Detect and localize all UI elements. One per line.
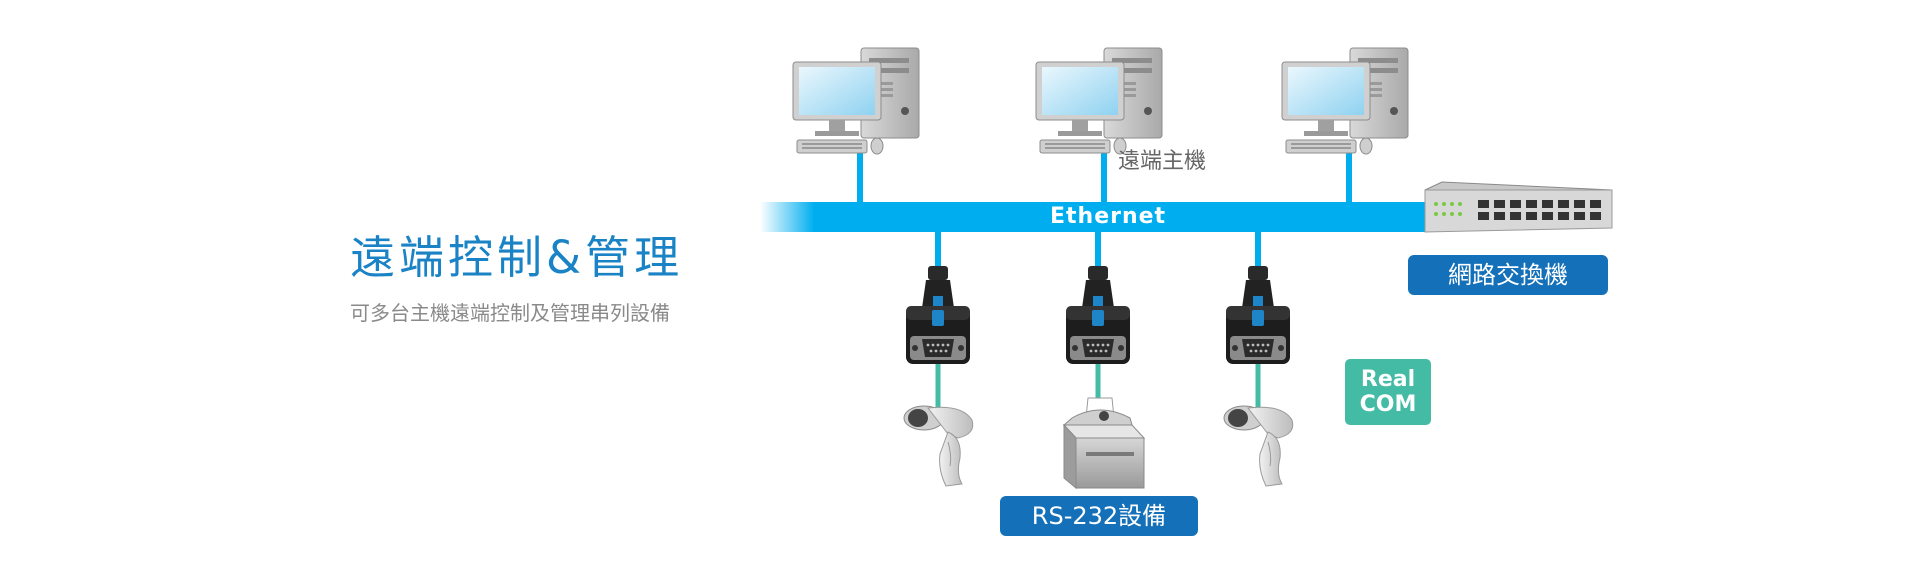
computer-icon-1 xyxy=(792,47,920,155)
computer-icon-3 xyxy=(1281,47,1409,155)
switch-label-pill: 網路交換機 xyxy=(1408,255,1608,295)
realcom-badge-line1: Real xyxy=(1360,367,1416,392)
ethernet-bus xyxy=(760,202,1440,232)
remote-host-label: 遠端主機 xyxy=(1118,149,1207,174)
serial-adapter-icon-3 xyxy=(1226,266,1290,364)
network-switch-icon xyxy=(1424,181,1613,233)
serial-adapter-icon-1 xyxy=(906,266,970,364)
computer-icon-2 xyxy=(1035,47,1163,155)
page-title: 遠端控制&管理 xyxy=(350,231,684,284)
receipt-printer-icon xyxy=(1062,397,1146,490)
ethernet-label: Ethernet xyxy=(1050,204,1167,229)
adapter-links xyxy=(935,230,1261,266)
barcode-scanner-icon-2 xyxy=(1223,405,1294,487)
barcode-scanner-icon-1 xyxy=(903,405,974,487)
device-label-pill: RS-232設備 xyxy=(1000,496,1198,536)
page-subtitle: 可多台主機遠端控制及管理串列設備 xyxy=(350,301,670,325)
serial-adapter-icon-2 xyxy=(1066,266,1130,364)
realcom-badge-line2: COM xyxy=(1359,392,1417,417)
realcom-badge: Real COM xyxy=(1345,359,1431,425)
